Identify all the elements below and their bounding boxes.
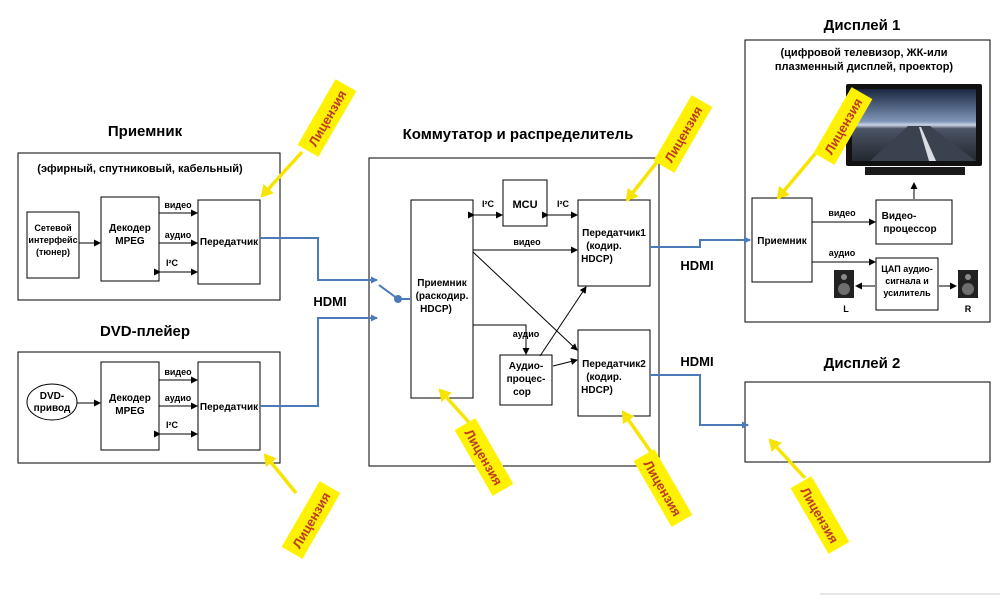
audio-processor-block (499, 354, 553, 406)
mcu-block (502, 179, 548, 227)
video-processor-label-1: Видео- (882, 211, 917, 222)
receiver-video-label: видео (164, 200, 192, 210)
hdmi-label-display1: HDMI (680, 258, 713, 273)
hdmi-cable-display1 (650, 236, 751, 248)
speaker-right-label: R (965, 304, 972, 314)
switch-video-arrow-tx2 (472, 251, 578, 351)
display1-device: Дисплей 1 (цифровой телевизор, ЖК-или пл… (744, 17, 991, 323)
audio-processor-label-1: Аудио- (509, 361, 543, 372)
switch-audio-label: аудио (513, 329, 540, 339)
tv-icon (846, 84, 982, 175)
display2-title: Дисплей 2 (824, 355, 901, 372)
dvd-i2c-label: I²C (166, 420, 178, 430)
receiver-device-subtitle: (эфирный, спутниковый, кабельный) (37, 163, 243, 175)
dvd-device: DVD-плейер DVD- привод Декодер MPEG Пере… (17, 323, 281, 464)
audio-to-tx1-arrow (539, 286, 587, 357)
transmitter1-label-1: Передатчик1 (582, 228, 646, 239)
dvd-audio-label: аудио (165, 393, 192, 403)
transmitter2-label-1: Передатчик2 (582, 359, 646, 370)
hdmi-cable-receiver (260, 237, 378, 284)
display1-audio-label: аудио (829, 248, 856, 258)
mpeg-decoder-block (100, 196, 160, 282)
network-interface-label-3: (тюнер) (36, 247, 70, 257)
dvd-transmitter-label: Передатчик (200, 402, 259, 413)
dvd-video-label: видео (164, 367, 192, 377)
speaker-right-icon (958, 270, 978, 298)
dac-label-3: усилитель (883, 288, 931, 298)
dvd-drive-block (26, 383, 78, 421)
receiver-device: Приемник (эфирный, спутниковый, кабельны… (17, 123, 281, 301)
switch-receiver-block (410, 199, 474, 399)
dvd-decoder-block (100, 361, 160, 451)
display2-device: Дисплей 2 (744, 355, 991, 463)
transmitter1-label-3: HDCP) (581, 254, 613, 265)
transmitter2-block (577, 329, 651, 417)
receiver-transmitter-block (197, 199, 261, 285)
hdmi-label-input: HDMI (313, 294, 346, 309)
video-processor-block (875, 199, 953, 245)
transmitter2-label-3: HDCP) (581, 385, 613, 396)
audio-processor-label-2: процес- (507, 374, 546, 385)
receiver-i2c-label: I²C (166, 258, 178, 268)
receiver-audio-label: аудио (165, 230, 192, 240)
switch-receiver-label-2: (раскодир. (416, 291, 469, 302)
dac-block (875, 257, 939, 311)
display2-frame (744, 381, 991, 463)
license-tag-receiver: Лицензия (260, 79, 357, 198)
network-interface-block (26, 211, 80, 279)
mpeg-decoder-label-2: MPEG (115, 236, 145, 247)
mcu-label: MCU (512, 199, 537, 211)
hdmi-cable-dvd (260, 314, 378, 407)
switch-receiver-label-1: Приемник (417, 278, 467, 289)
switch-device: Коммутатор и распределитель Приемник (ра… (368, 126, 660, 467)
dvd-drive-label-2: привод (34, 403, 71, 414)
hdmi-label-display2: HDMI (680, 354, 713, 369)
dvd-transmitter-block (197, 361, 261, 451)
display1-receiver-label: Приемник (757, 236, 807, 247)
receiver-mcu-i2c-label: I²C (482, 199, 494, 209)
display1-subtitle-2: плазменный дисплей, проектор) (775, 61, 954, 73)
tv-road (870, 126, 976, 161)
transmitter1-block (577, 199, 651, 287)
dvd-decoder-label-1: Декодер (109, 393, 151, 404)
dvd-drive-label-1: DVD- (40, 391, 64, 402)
receiver-device-title: Приемник (108, 123, 183, 140)
license-tag-dvd: Лицензия (263, 453, 341, 559)
mcu-tx1-i2c-label: I²C (557, 199, 569, 209)
hdmi-cable-display2 (650, 374, 749, 429)
video-processor-label-2: процессор (883, 224, 936, 235)
display1-subtitle-1: (цифровой телевизор, ЖК-или (781, 47, 948, 59)
dac-label-1: ЦАП аудио- (881, 264, 932, 274)
audio-processor-label-3: сор (513, 387, 531, 398)
license-tag-transmitter1: Лицензия (625, 95, 713, 202)
speaker-left-icon (834, 270, 854, 298)
speaker-left-label: L (843, 304, 849, 314)
tv-road-line (919, 127, 936, 161)
display1-video-label: видео (828, 208, 856, 218)
dvd-device-title: DVD-плейер (100, 323, 190, 340)
network-interface-label-1: Сетевой (34, 223, 71, 233)
mpeg-decoder-label-1: Декодер (109, 223, 151, 234)
network-interface-label-2: интерфейс (28, 235, 77, 245)
transmitter2-label-2: (кодир. (586, 372, 622, 383)
audio-to-tx2-arrow (552, 358, 578, 367)
switch-audio-arrow (473, 324, 530, 355)
dvd-decoder-label-2: MPEG (115, 406, 145, 417)
switch-video-label: видео (513, 237, 541, 247)
switch-receiver-label-3: HDCP) (420, 304, 452, 315)
receiver-transmitter-label: Передатчик (200, 237, 259, 248)
tv-stand (865, 167, 965, 175)
switch-device-title: Коммутатор и распределитель (403, 126, 634, 143)
display1-receiver-block (751, 197, 813, 283)
dac-label-2: сигнала и (885, 276, 928, 286)
display1-title: Дисплей 1 (824, 17, 901, 34)
transmitter1-label-2: (кодир. (586, 241, 622, 252)
